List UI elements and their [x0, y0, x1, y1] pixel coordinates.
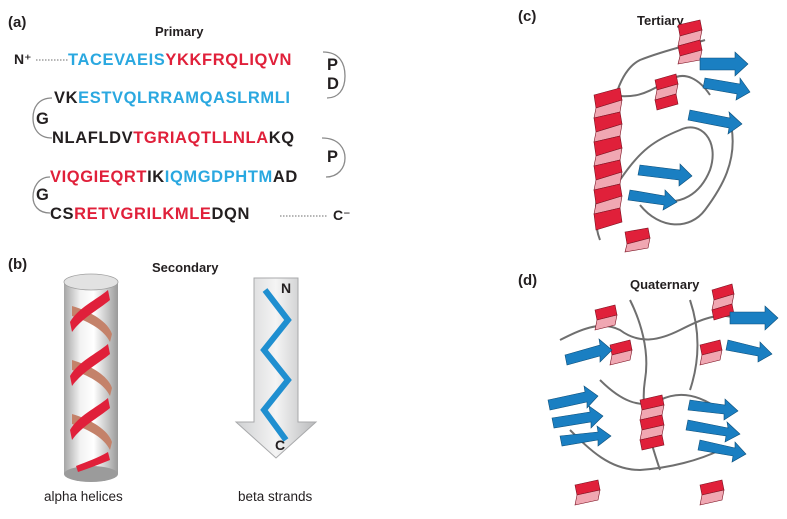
coil-loop [559, 314, 741, 341]
sequence-row-4: VIQGIEQRTIKIQMGDPHTMAD [50, 168, 298, 187]
chain-turn-3 [321, 137, 346, 178]
coil-loop [639, 119, 734, 226]
chain-turn-1 [322, 51, 346, 99]
sequence-row-5: CSRETVGRILKMLEDQN [50, 205, 250, 224]
tertiary-helix-bottom [624, 227, 651, 253]
sequence-segment: YKKFRQLIQVN [165, 51, 293, 69]
turn-residue-g: G [36, 110, 49, 128]
sequence-segment: KQ [268, 129, 295, 147]
sequence-segment: TGRIAQTLLNLA [133, 129, 269, 147]
sequence-segment: DQN [211, 205, 250, 223]
sequence-segment: IQMGDPHTM [164, 168, 273, 186]
panel-d-title: Quaternary [630, 277, 700, 292]
panel-b-label: (b) [8, 256, 28, 273]
sequence-row-3: NLAFLDVTGRIAQTLLNLAKQ [52, 129, 295, 148]
sequence-segment: AD [272, 168, 298, 186]
sequence-row-1: TACEVAEISYKKFRQLIQVN [68, 51, 292, 70]
tertiary-helix-left [593, 87, 623, 231]
sequence-segment: TACEVAEIS [68, 51, 166, 69]
c-terminus-label: C⁻ [333, 207, 351, 223]
tertiary-helix-middle [654, 73, 679, 111]
sequence-segment: VK [54, 89, 79, 107]
panel-a-label: (a) [8, 14, 27, 31]
sequence-row-2: VKESTVQLRRAMQASLRMLI [54, 89, 291, 108]
tertiary-beta-strands [627, 51, 751, 211]
alpha-helices-caption: alpha helices [44, 489, 123, 504]
strand-c-label: C [275, 437, 286, 453]
sequence-segment: VIQGIEQRT [50, 168, 148, 186]
n-terminus-label: N⁺ [14, 51, 32, 67]
quaternary-beta-strands [547, 305, 779, 463]
strand-n-label: N [281, 280, 292, 296]
panel-b-title: Secondary [152, 260, 219, 275]
panel-c-title: Tertiary [637, 13, 684, 28]
panel-a-title: Primary [155, 24, 204, 39]
chain-turn-2 [32, 97, 53, 139]
panel-c-label: (c) [518, 8, 537, 25]
sequence-segment: ESTVQLRRAMQASLRMLI [78, 89, 291, 107]
turn-residue-p: P [327, 148, 339, 166]
sequence-segment: CS [50, 205, 75, 223]
turn-residue-g: G [36, 186, 49, 204]
panel-d-label: (d) [518, 272, 538, 289]
turn-residue-d: D [327, 75, 339, 93]
coil-loop [569, 429, 721, 472]
coil-loop [619, 126, 714, 203]
sequence-segment: IK [147, 168, 165, 186]
sequence-segment: NLAFLDV [52, 129, 134, 147]
beta-strands-caption: beta strands [238, 489, 313, 504]
turn-residue-p: P [327, 56, 339, 74]
coil-loop [689, 299, 699, 391]
sequence-segment: RETVGRILKMLE [74, 205, 212, 223]
quaternary-helices [574, 283, 735, 506]
chain-turn-4 [32, 176, 51, 214]
